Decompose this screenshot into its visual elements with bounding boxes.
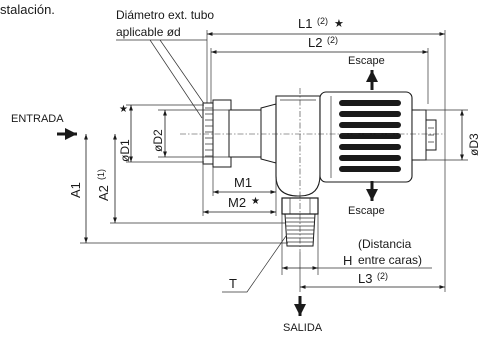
body-taper	[260, 103, 277, 164]
label-A2: A2	[96, 185, 111, 201]
star-L1: ★	[334, 18, 344, 30]
callout-tube-line2: aplicable ød	[116, 25, 181, 39]
label-H: H	[343, 253, 352, 268]
label-L2: L2	[308, 35, 322, 50]
thread-pattern	[286, 217, 315, 243]
label-L1: L1	[298, 16, 312, 31]
label-D1: øD1	[118, 139, 132, 162]
leader-T	[222, 235, 287, 293]
note-L3: (2)	[377, 271, 388, 281]
label-L3: L3	[358, 271, 372, 286]
nut-lines	[428, 127, 434, 143]
header-fragment: stalación.	[0, 2, 55, 17]
label-escape-top: Escape	[348, 55, 385, 67]
label-outlet: SALIDA	[283, 322, 323, 334]
label-T: T	[229, 276, 237, 291]
star-M2: ★	[251, 196, 260, 207]
label-M1: M1	[234, 175, 252, 190]
note-A2: (1)	[96, 169, 106, 180]
label-D2: øD2	[151, 129, 165, 152]
note-L1: (2)	[317, 16, 328, 26]
elbow-body	[275, 95, 321, 197]
thread-stem	[284, 213, 316, 247]
star-D1: ★	[119, 104, 128, 115]
note-H-line1: (Distancia	[358, 237, 412, 251]
label-inlet: ENTRADA	[11, 113, 64, 125]
note-L2: (2)	[327, 35, 338, 45]
note-H-line2: entre caras)	[358, 253, 422, 267]
end-cap	[411, 109, 427, 161]
label-M2: M2	[228, 195, 246, 210]
callout-tube-line1: Diámetro ext. tubo	[116, 8, 214, 22]
label-escape-bottom: Escape	[348, 205, 385, 217]
label-D3: øD3	[467, 133, 481, 156]
label-A1: A1	[68, 182, 83, 198]
callout-leader-a	[149, 39, 203, 119]
hex-flats	[289, 198, 311, 214]
tube-body	[228, 109, 262, 158]
collet-teeth	[205, 107, 213, 157]
callout-leader-b	[159, 39, 206, 106]
silencer-slots	[339, 100, 401, 172]
